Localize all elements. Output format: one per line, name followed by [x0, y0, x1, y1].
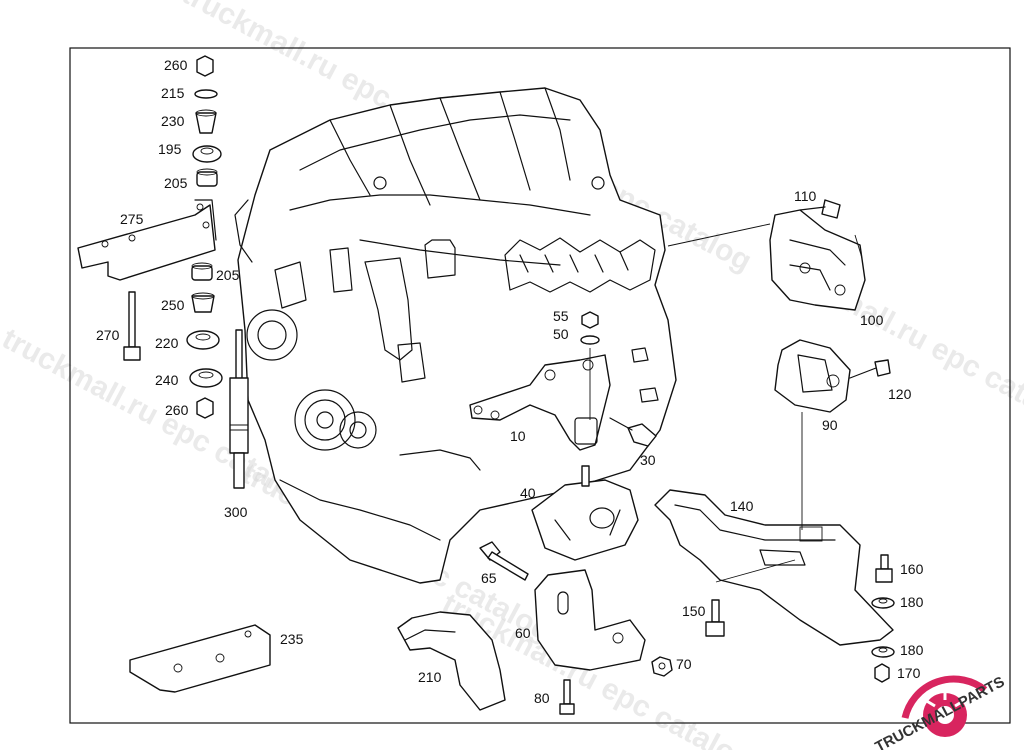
- part-40-mount: [531, 465, 639, 561]
- callout-50: 50: [553, 326, 569, 342]
- callout-210: 210: [418, 669, 442, 685]
- callout-10: 10: [510, 428, 526, 444]
- part-140-crossmember: [654, 489, 894, 646]
- callout-180-top: 180: [900, 594, 924, 610]
- part-300-shock: [229, 329, 249, 489]
- callout-205-top: 205: [164, 175, 188, 191]
- callout-215: 215: [161, 85, 185, 101]
- callout-220: 220: [155, 335, 179, 351]
- callout-230: 230: [161, 113, 185, 129]
- callout-70: 70: [676, 656, 692, 672]
- brand-logo: TRUCKMALLPARTS: [872, 673, 1007, 750]
- right-fasteners: [871, 554, 895, 683]
- part-60-bracket: [534, 569, 646, 671]
- callout-150: 150: [682, 603, 706, 619]
- bushings-top-stack: [192, 55, 222, 187]
- part-30-bolt: [609, 417, 657, 447]
- bushings-lower-stack: [186, 262, 223, 419]
- callout-110: 110: [794, 188, 817, 204]
- part-80-bolt: [559, 679, 575, 715]
- callout-160: 160: [900, 561, 924, 577]
- engine-block: [234, 87, 677, 584]
- callouts: 260 215 230 195 205 275 205 250 270 220 …: [96, 57, 924, 706]
- part-90-mount: [774, 339, 851, 413]
- callout-100: 100: [860, 312, 884, 328]
- part-70-nut: [651, 656, 673, 677]
- callout-240: 240: [155, 372, 179, 388]
- callout-30: 30: [640, 452, 656, 468]
- part-270-bolt: [123, 291, 141, 361]
- logo-arc-outer: [901, 675, 988, 719]
- parts-55-50: [580, 311, 600, 345]
- callout-180-lower: 180: [900, 642, 924, 658]
- part-275-bracket: [77, 199, 217, 281]
- part-110-bolt: [799, 199, 841, 219]
- callout-65: 65: [481, 570, 497, 586]
- part-65-bolt: [479, 541, 529, 581]
- callout-195: 195: [158, 141, 182, 157]
- leader-lines: [589, 223, 863, 583]
- part-150-bolt: [705, 599, 725, 637]
- logo-text: TRUCKMALLPARTS: [872, 673, 1007, 750]
- callout-170: 170: [897, 665, 921, 681]
- part-120-bolt: [849, 359, 891, 379]
- callout-60: 60: [515, 625, 531, 641]
- part-235-plate: [129, 624, 271, 693]
- callout-80: 80: [534, 690, 550, 706]
- part-10-bracket: [469, 354, 611, 451]
- callout-55: 55: [553, 308, 569, 324]
- callout-300: 300: [224, 504, 248, 520]
- callout-275: 275: [120, 211, 144, 227]
- callout-260-lower: 260: [165, 402, 189, 418]
- callout-270: 270: [96, 327, 120, 343]
- part-210-shield: [397, 611, 506, 711]
- callout-260-top: 260: [164, 57, 188, 73]
- callout-120: 120: [888, 386, 912, 402]
- callout-235: 235: [280, 631, 304, 647]
- callout-90: 90: [822, 417, 838, 433]
- callout-250: 250: [161, 297, 185, 313]
- part-100-bracket: [769, 209, 866, 311]
- callout-40: 40: [520, 485, 536, 501]
- callout-140: 140: [730, 498, 754, 514]
- callout-205-lower: 205: [216, 267, 240, 283]
- diagram-frame: [69, 47, 1011, 724]
